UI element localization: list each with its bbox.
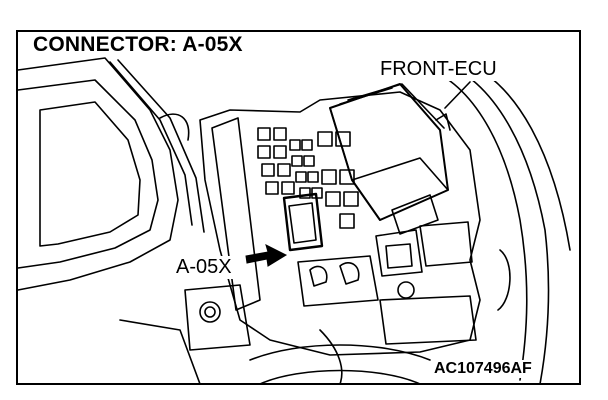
diagram-title: CONNECTOR: A-05X bbox=[30, 33, 246, 57]
left-housing bbox=[17, 57, 179, 291]
front-ecu-unit bbox=[329, 83, 451, 235]
figure-id: AC107496AF bbox=[432, 360, 534, 378]
mount-bolt bbox=[199, 301, 221, 323]
connector-label: A-05X bbox=[174, 256, 234, 279]
relay-box bbox=[199, 91, 481, 356]
connector-a05x bbox=[282, 192, 324, 252]
arrow-right-icon bbox=[245, 244, 288, 267]
fuse-grid bbox=[257, 127, 359, 229]
front-ecu-label: FRONT-ECU bbox=[378, 58, 499, 81]
diagram-frame bbox=[16, 30, 581, 385]
